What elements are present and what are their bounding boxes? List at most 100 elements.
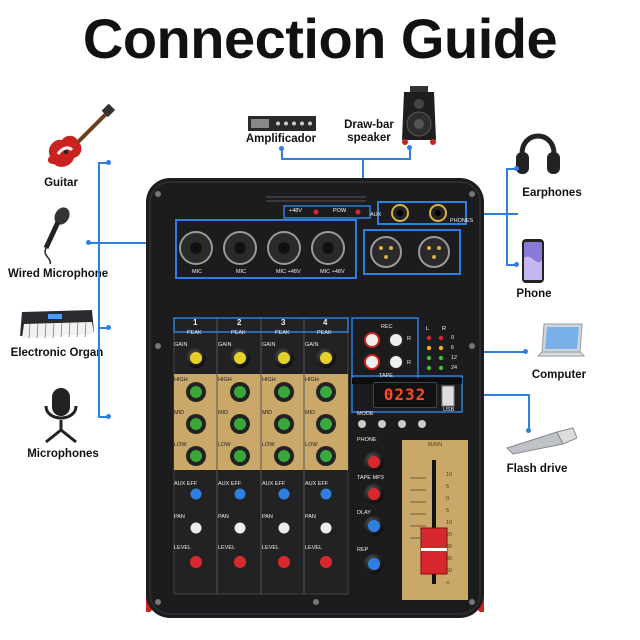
peak-label-4: PEAK <box>317 330 332 336</box>
phone-label: Phone <box>516 288 552 300</box>
phones-label: PHONES <box>450 218 474 224</box>
aux-eff-label-3: AUX EFF <box>262 481 286 487</box>
meter-tick: 6 <box>451 345 455 351</box>
mid-label-1: MID <box>174 410 185 416</box>
connector-dot <box>526 428 531 433</box>
right-top-bus-line <box>506 168 508 266</box>
main-scale-tick: 5 <box>446 484 450 490</box>
peak-label-1: PEAK <box>187 330 202 336</box>
phones-connector-line <box>466 213 518 215</box>
level-label-2: LEVEL <box>218 545 236 551</box>
flash-drive-label: Flash drive <box>506 463 568 475</box>
computer-icon <box>536 323 586 357</box>
pan-label-2: PAN <box>218 514 229 520</box>
flash-drive-connector <box>528 394 530 430</box>
low-label-2: LOW <box>218 442 231 448</box>
channel-1-number: 1 <box>193 318 198 327</box>
speaker-connector <box>409 147 411 160</box>
guitar-label: Guitar <box>44 177 78 189</box>
guitar-icon <box>47 104 116 167</box>
amplificador-label: Amplificador <box>245 133 317 145</box>
top-bus-line <box>281 158 411 160</box>
connector-dot <box>279 146 284 151</box>
channel-knobs <box>186 348 336 572</box>
wired-microphone-icon <box>43 207 70 265</box>
phone-knob-label: PHONE <box>357 437 377 443</box>
rec-r-label: R <box>407 336 411 342</box>
phone-connector <box>506 264 516 266</box>
main-scale-tick: 30 <box>446 544 453 550</box>
mic-label-1: MIC <box>192 269 203 275</box>
high-label-4: HIGH <box>305 377 319 383</box>
gain-label-4: GAIN <box>305 342 319 348</box>
connector-dot <box>86 240 91 245</box>
microphones-icon <box>44 388 78 444</box>
level-label-4: LEVEL <box>305 545 323 551</box>
main-scale-tick: 5 <box>446 508 450 514</box>
wired-microphone-label: Wired Microphone <box>8 268 109 280</box>
phone-icon <box>522 239 544 283</box>
peak-label-3: PEAK <box>275 330 290 336</box>
meter-tick: 24 <box>451 365 458 371</box>
drawbar-label-2: speaker <box>347 132 391 144</box>
pan-label-3: PAN <box>262 514 273 520</box>
amp-connector <box>281 148 283 160</box>
main-scale-tick: 10 <box>446 520 453 526</box>
tape-mp3-label: TAPE MP3 <box>357 475 384 481</box>
usb-port-label: USB <box>443 407 455 413</box>
computer-connector-line <box>460 351 526 353</box>
amplifier-icon <box>248 116 316 131</box>
gain-label-1: GAIN <box>174 342 188 348</box>
page-title: Connection Guide <box>82 7 558 70</box>
connector-dot <box>514 166 519 171</box>
connector-dot <box>514 262 519 267</box>
power-label: POW <box>333 208 347 214</box>
aux-label: AUX <box>370 212 382 218</box>
microphones-label: Microphones <box>27 448 99 460</box>
main-scale-tick: 20 <box>446 532 453 538</box>
connector-dot <box>523 349 528 354</box>
tape-r-label: R <box>407 360 411 366</box>
low-label-1: LOW <box>174 442 187 448</box>
connector-dot <box>106 160 111 165</box>
computer-label: Computer <box>531 369 587 381</box>
main-fader-label: MAIN <box>428 442 443 448</box>
mic-label-4: MIC +48V <box>320 269 345 275</box>
phantom-label: +48V <box>289 208 302 214</box>
channel-4-number: 4 <box>323 318 328 327</box>
high-label-3: HIGH <box>262 377 276 383</box>
connector-dot <box>106 414 111 419</box>
rec-label: REC <box>381 324 393 330</box>
mode-button[interactable]: MODE <box>357 411 374 417</box>
dlay-label: DLAY <box>357 510 371 516</box>
channel-2-number: 2 <box>237 318 242 327</box>
channel-3-number: 3 <box>281 318 286 327</box>
mid-label-3: MID <box>262 410 273 416</box>
electronic-organ-icon <box>20 310 94 339</box>
electronic-organ-label: Electronic Organ <box>10 347 104 359</box>
main-scale-tick: 10 <box>446 472 453 478</box>
drawbar-label-1: Draw-bar <box>344 119 394 131</box>
tape-label: TAPE <box>379 373 393 379</box>
meter-tick: 0 <box>451 335 455 341</box>
flash-drive-icon <box>506 427 577 455</box>
earphones-connector <box>506 168 516 170</box>
organ-connector <box>98 327 108 329</box>
mid-label-2: MID <box>218 410 229 416</box>
connector-dot <box>407 145 412 150</box>
pan-label-1: PAN <box>174 514 185 520</box>
gain-knobs <box>186 348 336 368</box>
mic-label-2: MIC <box>236 269 247 275</box>
low-label-4: LOW <box>305 442 318 448</box>
mid-label-4: MID <box>305 410 316 416</box>
high-label-1: HIGH <box>174 377 188 383</box>
earphones-icon <box>516 133 560 174</box>
meter-tick: 12 <box>451 355 458 361</box>
main-scale-tick: ∞ <box>446 580 450 586</box>
level-label-3: LEVEL <box>262 545 280 551</box>
rep-label: REP <box>357 547 369 553</box>
guitar-connector <box>98 162 108 164</box>
mic-label-3: MIC +48V <box>276 269 301 275</box>
drawbar-speaker-icon <box>402 86 436 145</box>
aux-eff-label-1: AUX EFF <box>174 481 198 487</box>
